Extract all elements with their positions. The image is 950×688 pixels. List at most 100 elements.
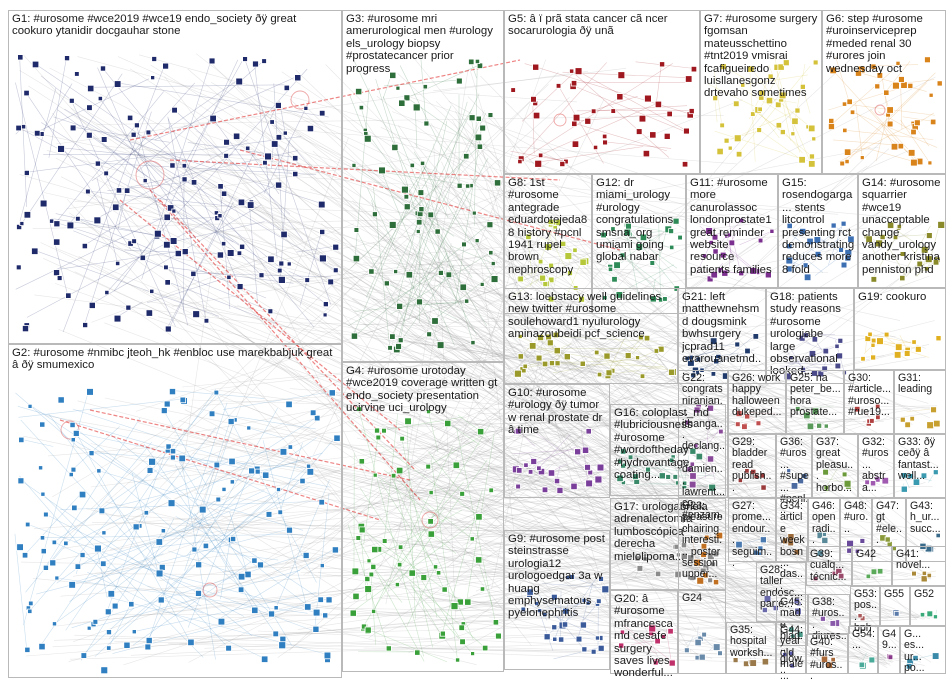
graph-node[interactable]: [398, 99, 406, 107]
graph-node[interactable]: [477, 428, 485, 436]
graph-node[interactable]: [610, 226, 616, 232]
graph-node[interactable]: [468, 58, 475, 65]
graph-node[interactable]: [57, 396, 65, 404]
graph-node[interactable]: [710, 371, 717, 377]
graph-node[interactable]: [195, 561, 203, 569]
graph-node[interactable]: [551, 624, 558, 631]
graph-node[interactable]: [278, 641, 287, 650]
graph-node[interactable]: [733, 134, 742, 143]
graph-node[interactable]: [596, 598, 602, 604]
graph-node[interactable]: [403, 203, 411, 211]
graph-node[interactable]: [368, 268, 375, 275]
graph-node[interactable]: [133, 122, 140, 129]
graph-node[interactable]: [474, 58, 480, 64]
graph-node[interactable]: [613, 261, 621, 269]
graph-node[interactable]: [690, 372, 697, 379]
graph-node[interactable]: [883, 89, 890, 96]
graph-node[interactable]: [838, 572, 845, 580]
graph-node[interactable]: [812, 575, 819, 582]
graph-node[interactable]: [562, 607, 570, 615]
graph-node[interactable]: [886, 106, 894, 114]
graph-node[interactable]: [437, 269, 444, 276]
graph-node[interactable]: [355, 535, 362, 541]
graph-node[interactable]: [813, 236, 822, 244]
graph-node[interactable]: [738, 217, 745, 224]
graph-node[interactable]: [581, 597, 587, 603]
graph-node[interactable]: [113, 314, 122, 323]
graph-node[interactable]: [764, 271, 772, 279]
graph-node[interactable]: [700, 543, 708, 550]
graph-node[interactable]: [875, 414, 881, 420]
graph-node[interactable]: [432, 564, 439, 570]
graph-node[interactable]: [778, 91, 787, 100]
graph-node[interactable]: [596, 463, 605, 472]
group-box-g7[interactable]: G7: #urosome surgery fgomsan mateusschet…: [700, 10, 822, 174]
graph-node[interactable]: [659, 61, 666, 68]
graph-node[interactable]: [598, 576, 604, 582]
graph-node[interactable]: [570, 80, 578, 87]
group-box-g20[interactable]: G20: â #urosome mfrancescamd cesafe surg…: [610, 590, 678, 679]
graph-node[interactable]: [488, 250, 494, 256]
graph-node[interactable]: [695, 356, 702, 362]
group-box-g39[interactable]: G39: cualq... técnic...: [806, 546, 852, 586]
graph-node[interactable]: [391, 143, 399, 152]
graph-node[interactable]: [350, 332, 358, 340]
graph-node[interactable]: [876, 72, 884, 79]
group-box-g25[interactable]: G25: na peter_be... hora prostate...: [786, 370, 844, 434]
graph-node[interactable]: [732, 657, 739, 663]
graph-node[interactable]: [757, 545, 764, 552]
graph-node[interactable]: [523, 462, 529, 468]
graph-node[interactable]: [139, 254, 146, 261]
graph-node[interactable]: [239, 243, 246, 250]
graph-node[interactable]: [689, 447, 697, 455]
graph-node[interactable]: [707, 577, 714, 584]
graph-node[interactable]: [107, 590, 115, 598]
graph-node[interactable]: [543, 633, 551, 641]
graph-node[interactable]: [618, 642, 625, 649]
graph-node[interactable]: [645, 466, 651, 473]
graph-node[interactable]: [94, 160, 101, 167]
graph-node[interactable]: [750, 468, 757, 475]
graph-node[interactable]: [148, 457, 157, 466]
graph-node[interactable]: [616, 474, 624, 483]
graph-node[interactable]: [517, 158, 523, 165]
graph-node[interactable]: [171, 106, 178, 114]
graph-node[interactable]: [712, 248, 719, 255]
graph-node[interactable]: [910, 158, 918, 167]
graph-node[interactable]: [487, 112, 494, 118]
graph-node[interactable]: [803, 411, 811, 420]
graph-node[interactable]: [680, 542, 688, 549]
graph-node[interactable]: [712, 643, 721, 651]
graph-node[interactable]: [516, 467, 523, 474]
graph-node[interactable]: [546, 339, 554, 347]
graph-node[interactable]: [132, 523, 140, 531]
graph-node[interactable]: [17, 477, 25, 485]
graph-node[interactable]: [842, 127, 848, 133]
graph-node[interactable]: [54, 575, 60, 581]
graph-node[interactable]: [146, 467, 154, 474]
graph-node[interactable]: [549, 360, 555, 367]
graph-node[interactable]: [602, 139, 608, 146]
graph-node[interactable]: [420, 574, 428, 581]
graph-node[interactable]: [190, 179, 198, 186]
graph-node[interactable]: [395, 466, 404, 475]
graph-node[interactable]: [684, 355, 690, 362]
graph-node[interactable]: [64, 55, 70, 62]
graph-node[interactable]: [96, 468, 102, 474]
graph-node[interactable]: [174, 249, 182, 257]
graph-node[interactable]: [444, 419, 452, 427]
graph-node[interactable]: [104, 289, 110, 296]
graph-node[interactable]: [427, 211, 434, 219]
graph-node[interactable]: [705, 227, 713, 235]
graph-node[interactable]: [825, 661, 833, 669]
graph-node[interactable]: [66, 221, 75, 230]
graph-node[interactable]: [753, 549, 760, 556]
graph-node[interactable]: [935, 335, 942, 342]
graph-node[interactable]: [396, 562, 403, 568]
graph-node[interactable]: [806, 422, 815, 431]
graph-node[interactable]: [115, 260, 121, 266]
graph-node[interactable]: [145, 129, 152, 136]
graph-node[interactable]: [19, 221, 25, 226]
graph-node[interactable]: [312, 608, 321, 617]
graph-node[interactable]: [859, 538, 866, 544]
